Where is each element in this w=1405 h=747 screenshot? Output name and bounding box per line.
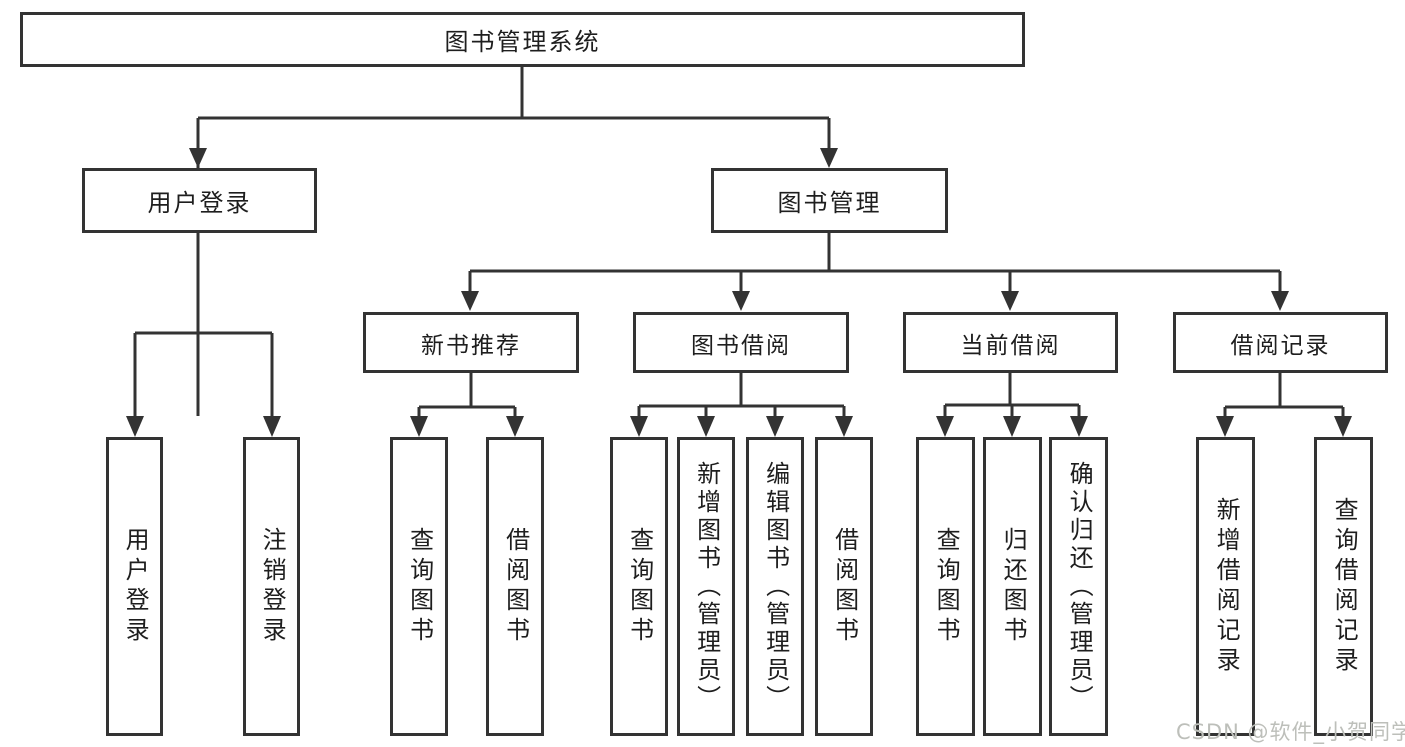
node-label: 借阅记录 xyxy=(1230,332,1331,359)
leaf-return-books: 归还图书 xyxy=(983,437,1042,736)
leaf-logout: 注销登录 xyxy=(243,437,300,736)
node-label: 图书管理 xyxy=(777,189,882,217)
csdn-watermark: CSDN @软件_小贺同学 xyxy=(1176,720,1405,744)
node-library-system: 图书管理系统 xyxy=(20,12,1025,67)
leaf-query-books-recommend: 查询图书 xyxy=(390,437,448,736)
leaf-query-books-borrow: 查询图书 xyxy=(610,437,668,736)
node-label: 用户登录 xyxy=(147,189,252,217)
node-label: 借阅图书 xyxy=(501,526,530,647)
node-label: 新增图书（管理员） xyxy=(692,460,721,713)
leaf-add-borrow-record: 新增借阅记录 xyxy=(1196,437,1255,736)
leaf-user-login: 用户登录 xyxy=(106,437,163,736)
leaf-edit-books-admin: 编辑图书（管理员） xyxy=(746,437,804,736)
node-label: 查询图书 xyxy=(932,526,961,647)
node-label: 借阅图书 xyxy=(830,526,859,647)
leaf-add-books-admin: 新增图书（管理员） xyxy=(677,437,735,736)
node-user-login: 用户登录 xyxy=(82,168,317,233)
leaf-confirm-return-admin: 确认归还（管理员） xyxy=(1049,437,1108,736)
leaf-query-borrow-record: 查询借阅记录 xyxy=(1314,437,1373,736)
node-label: 图书借阅 xyxy=(691,332,791,359)
node-label: 当前借阅 xyxy=(960,332,1061,359)
node-book-borrowing: 图书借阅 xyxy=(633,312,849,373)
node-label: 查询图书 xyxy=(405,526,434,647)
node-label: 编辑图书（管理员） xyxy=(761,460,790,713)
node-new-book-recommend: 新书推荐 xyxy=(363,312,579,373)
node-book-management: 图书管理 xyxy=(711,168,948,233)
node-label: 注销登录 xyxy=(258,526,287,647)
node-label: 确认归还（管理员） xyxy=(1065,460,1094,713)
node-label: 新书推荐 xyxy=(421,332,521,359)
node-label: 归还图书 xyxy=(999,526,1028,647)
node-current-borrowing: 当前借阅 xyxy=(903,312,1118,373)
node-label: 查询图书 xyxy=(625,526,654,647)
node-label: 图书管理系统 xyxy=(444,28,601,56)
leaf-borrow-books-recommend: 借阅图书 xyxy=(486,437,544,736)
node-label: 新增借阅记录 xyxy=(1212,496,1241,677)
node-borrowing-records: 借阅记录 xyxy=(1173,312,1388,373)
leaf-borrow-books: 借阅图书 xyxy=(815,437,873,736)
node-label: 查询借阅记录 xyxy=(1330,496,1359,677)
leaf-query-books-current: 查询图书 xyxy=(916,437,975,736)
node-label: 用户登录 xyxy=(121,526,150,647)
